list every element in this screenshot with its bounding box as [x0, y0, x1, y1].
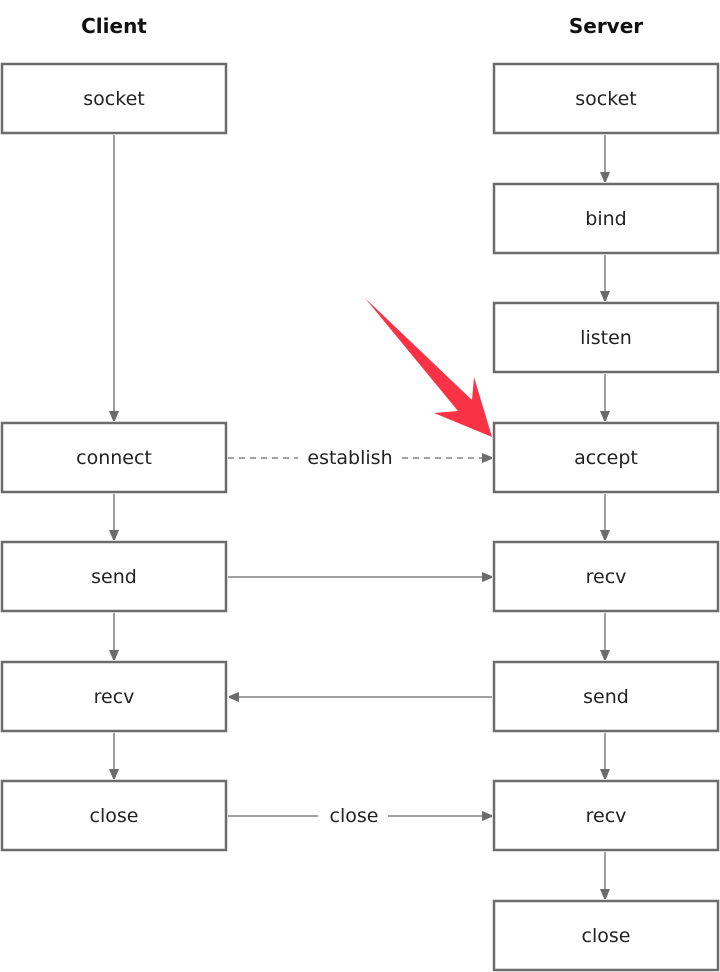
client-header: Client — [81, 14, 147, 38]
server-header: Server — [569, 14, 643, 38]
client-step-close: close — [0, 779, 228, 852]
svg-text:accept: accept — [574, 447, 638, 469]
svg-text:bind: bind — [585, 208, 626, 230]
client-step-socket: socket — [0, 62, 228, 135]
svg-text:send: send — [583, 686, 629, 708]
server-step-listen: listen — [492, 301, 720, 374]
server-step-close: close — [492, 899, 720, 972]
client-step-recv: recv — [0, 660, 228, 733]
svg-text:close: close — [582, 925, 631, 947]
svg-text:listen: listen — [580, 327, 632, 349]
svg-text:close: close — [90, 805, 139, 827]
server-step-accept: accept — [492, 421, 720, 494]
server-step-recv: recv — [492, 540, 720, 613]
svg-text:send: send — [91, 566, 137, 588]
establish-label: establish — [307, 447, 392, 469]
svg-text:recv: recv — [586, 566, 627, 588]
client-step-connect: connect — [0, 421, 228, 494]
svg-text:recv: recv — [94, 686, 135, 708]
server-step-bind: bind — [492, 182, 720, 255]
client-step-send: send — [0, 540, 228, 613]
server-step-send: send — [492, 660, 720, 733]
svg-text:socket: socket — [575, 88, 636, 110]
server-step-recv-2: recv — [492, 779, 720, 852]
server-step-socket: socket — [492, 62, 720, 135]
svg-text:recv: recv — [586, 805, 627, 827]
close-label: close — [330, 805, 379, 827]
svg-text:connect: connect — [76, 447, 152, 469]
svg-text:socket: socket — [83, 88, 144, 110]
highlight-arrow-icon — [365, 298, 492, 437]
